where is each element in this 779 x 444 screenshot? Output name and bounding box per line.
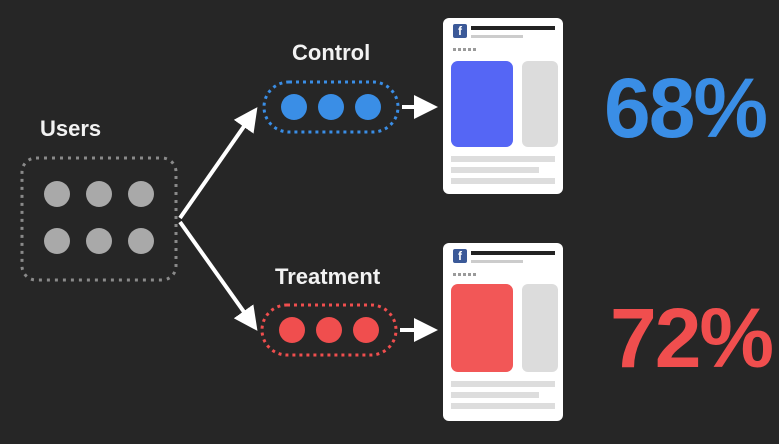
treatment-group [260,303,398,357]
rating-stars-icon [453,48,476,51]
treatment-label: Treatment [275,264,381,289]
split-arrow-control [178,107,258,220]
user-dot [128,181,154,207]
facebook-icon [453,24,467,38]
user-dot [128,228,154,254]
control-ad-mockup: f [443,18,563,194]
ad-creative-image [451,61,513,147]
ad-text-line [451,156,555,162]
control-label: Control [292,40,371,65]
ad-text-line [451,178,555,184]
control-group [262,80,400,134]
rating-stars-icon [453,273,476,276]
treatment-conversion-rate: 72% [610,291,774,385]
ad-header-line [471,26,555,30]
facebook-icon-glyph: f [458,249,463,263]
treatment-dot [279,317,305,343]
treatment-ad-mockup: f [443,243,563,421]
treatment-dot [316,317,342,343]
user-dot [86,181,112,207]
treatment-group-border [260,303,398,357]
ad-secondary-image [522,61,558,147]
ad-header-subline [471,35,523,38]
control-dot [355,94,381,120]
ad-text-line [451,403,555,409]
user-dot [44,228,70,254]
user-dot [86,228,112,254]
ad-secondary-image [522,284,558,372]
facebook-icon-glyph: f [458,24,463,38]
control-group-border [262,80,400,134]
control-dot [318,94,344,120]
treatment-dot [353,317,379,343]
users-group [20,156,178,282]
users-group-border [20,156,178,282]
ad-header-subline [471,260,523,263]
user-dot [44,181,70,207]
ad-text-line [451,381,555,387]
ad-header-line [471,251,555,255]
ad-creative-image [451,284,513,372]
users-label: Users [40,116,102,141]
split-arrow-treatment [178,220,258,331]
facebook-icon [453,249,467,263]
ad-text-line [451,167,539,173]
ad-text-line [451,392,539,398]
control-conversion-rate: 68% [604,61,768,155]
control-dot [281,94,307,120]
